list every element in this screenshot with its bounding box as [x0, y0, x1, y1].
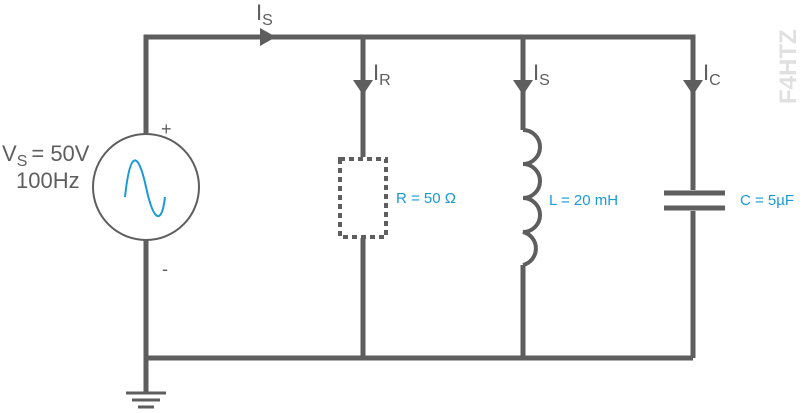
source-current-arrow-icon	[260, 28, 276, 46]
capacitor-icon	[664, 190, 725, 211]
inductor-current-label: IS	[533, 60, 550, 89]
resistor-icon	[338, 157, 388, 239]
minus-sign: -	[162, 259, 168, 279]
resistor-current-arrow-icon	[353, 80, 373, 95]
inductor-icon	[522, 128, 542, 267]
source-frequency-label: 100Hz	[16, 168, 80, 193]
capacitor-current-arrow-icon	[683, 80, 703, 95]
resistor-value: R = 50 Ω	[396, 190, 456, 207]
ac-source-icon	[92, 133, 200, 241]
ground-icon	[126, 358, 166, 409]
resistor-current-label: IR	[373, 60, 391, 89]
source-current-label: IS	[256, 0, 273, 29]
capacitor-current-label: IC	[703, 60, 721, 89]
inductor-current-arrow-icon	[513, 80, 533, 95]
source-voltage-label: VS= 50V	[2, 141, 90, 170]
top-wire	[143, 34, 696, 190]
capacitor-value: C = 5µF	[740, 192, 794, 209]
watermark: F4HTZ	[775, 29, 802, 104]
plus-sign: +	[161, 119, 172, 139]
bottom-wire	[143, 240, 693, 361]
inductor-value: L = 20 mH	[549, 192, 618, 209]
